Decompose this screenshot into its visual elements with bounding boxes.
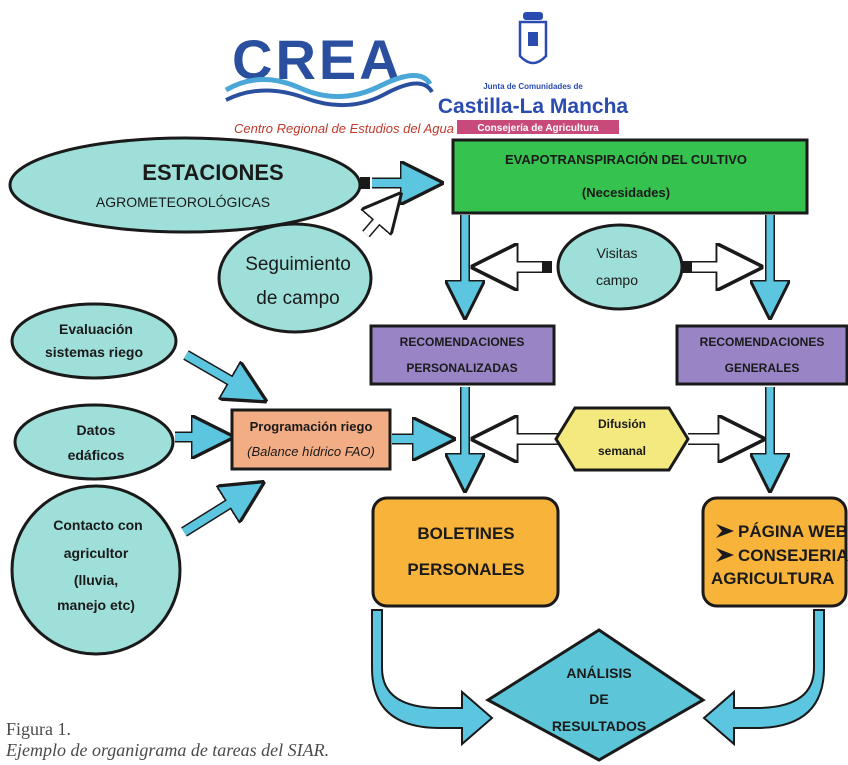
contacto-line2: agricultor [64, 545, 129, 561]
bullet-arrow-icon-1 [716, 524, 734, 538]
castilla-department-band [457, 120, 619, 134]
analisis-line3: RESULTADOS [552, 718, 646, 734]
crea-wave-icon-2 [225, 81, 434, 108]
castilla-logo: Junta de Comunidades de Castilla-La Manc… [438, 12, 629, 134]
node-difusion: Difusión semanal [554, 406, 690, 472]
contacto-line3: (lluvia, [74, 572, 118, 588]
coat-of-arms-icon [518, 12, 548, 65]
datos-line1: Datos [77, 422, 116, 438]
rec-generales-line1: RECOMENDACIONES [700, 335, 825, 349]
castilla-top-line: Junta de Comunidades de [483, 82, 583, 91]
arrow-contacto-programacion [181, 492, 248, 537]
rec-personalizadas-line1: RECOMENDACIONES [400, 335, 525, 349]
seguimiento-line2: de campo [256, 288, 339, 309]
node-programacion: Programación riego (Balance hídrico FAO) [230, 408, 392, 471]
pagina-line2: CONSEJERIA [738, 546, 848, 565]
node-rec-personalizadas: RECOMENDACIONES PERSONALIZADAS [369, 324, 556, 386]
crea-logo-subtitle: Centro Regional de Estudios del Agua [234, 121, 454, 136]
castilla-name: Castilla-La Mancha [438, 95, 629, 118]
node-evapotranspiracion: EVAPOTRANSPIRACIÓN DEL CULTIVO (Necesida… [451, 138, 809, 215]
rec-generales-line2: GENERALES [725, 361, 800, 375]
arrow-evaluacion-programacion [183, 350, 250, 392]
programacion-line2: (Balance hídrico FAO) [247, 444, 375, 459]
castilla-department: Consejería de Agricultura [477, 123, 599, 134]
programacion-line1: Programación riego [250, 419, 373, 434]
crea-logo: CREA Centro Regional de Estudios del Agu… [224, 28, 454, 136]
arrow-pagina-analisis [702, 609, 825, 747]
node-analisis: ANÁLISIS DE RESULTADOS [485, 628, 706, 762]
arrow-boletines-analisis [371, 609, 494, 747]
node-boletines: BOLETINES PERSONALES [371, 496, 560, 608]
arrow-seguimiento-estaciones [366, 206, 390, 238]
datos-line2: edáficos [68, 447, 125, 463]
figure-caption-text: Ejemplo de organigrama de tareas del SIA… [6, 740, 330, 760]
bullet-arrow-icon-2 [716, 548, 734, 562]
arrow-visitas-right [682, 261, 742, 273]
node-seguimiento: Seguimiento de campo [217, 222, 373, 334]
boletines-line1: BOLETINES [417, 524, 514, 543]
contacto-line4: manejo etc) [57, 597, 135, 613]
visitas-line2: campo [596, 272, 638, 288]
node-visitas: Visitas campo [556, 223, 684, 311]
estaciones-line1: ESTACIONES [142, 160, 283, 185]
node-datos: Datos edáficos [13, 403, 175, 481]
arrow-estaciones-evapo [360, 177, 424, 189]
contacto-line1: Contacto con [53, 517, 142, 533]
evaluacion-line2: sistemas riego [45, 344, 143, 360]
seguimiento-line1: Seguimiento [245, 254, 351, 275]
boletines-line2: PERSONALES [407, 560, 524, 579]
node-evaluacion: Evaluación sistemas riego [10, 302, 178, 380]
evapotranspiracion-line1: EVAPOTRANSPIRACIÓN DEL CULTIVO [505, 152, 747, 167]
arrow-visitas-left [492, 261, 552, 273]
analisis-line1: ANÁLISIS [566, 665, 631, 681]
node-contacto: Contacto con agricultor (lluvia, manejo … [10, 484, 182, 656]
evaluacion-line1: Evaluación [59, 321, 133, 337]
node-estaciones: ESTACIONES AGROMETEOROLÓGICAS [8, 136, 362, 234]
figure-caption-label: Figura 1. [6, 719, 71, 739]
pagina-line1: PÁGINA WEB [738, 522, 848, 541]
crea-wave-icon [224, 73, 433, 99]
analisis-line2: DE [589, 691, 608, 707]
node-pagina: PÁGINA WEB CONSEJERIA AGRICULTURA [701, 496, 848, 608]
estaciones-line2: AGROMETEOROLÓGICAS [96, 194, 270, 210]
node-rec-generales: RECOMENDACIONES GENERALES [675, 324, 848, 386]
difusion-line1: Difusión [598, 417, 646, 431]
pagina-line3: AGRICULTURA [711, 569, 834, 588]
arrows [175, 177, 825, 747]
rec-personalizadas-line2: PERSONALIZADAS [406, 361, 517, 375]
visitas-line1: Visitas [597, 245, 638, 261]
evapotranspiracion-line2: (Necesidades) [582, 185, 670, 200]
difusion-line2: semanal [598, 444, 646, 458]
